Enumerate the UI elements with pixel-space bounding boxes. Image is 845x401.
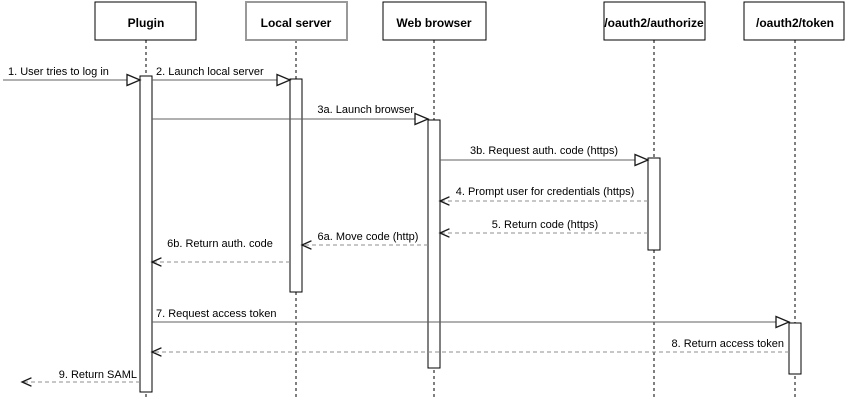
arrowhead-open-icon <box>150 257 162 267</box>
participant-label-oauth2-token: /oauth2/token <box>756 16 834 30</box>
arrowhead-open-icon <box>150 347 162 357</box>
participant-box-web-browser <box>382 1 487 41</box>
message-label-6b: 6b. Return auth. code <box>167 238 273 250</box>
participant-label-oauth2-authorize: /oauth2/authorize <box>604 16 704 30</box>
arrowhead-open-icon <box>438 196 450 206</box>
participant-label-plugin: Plugin <box>128 16 165 30</box>
participant-box-oauth2-token <box>743 1 845 41</box>
message-label-6a: 6a. Move code (http) <box>318 231 419 243</box>
activation-bar-web-browser <box>427 119 441 369</box>
activation-bar-plugin <box>139 75 153 393</box>
participant-label-local-server: Local server <box>261 16 332 30</box>
participant-box-oauth2-authorize <box>603 1 706 41</box>
message-label-4: 4. Prompt user for credentials (https) <box>456 186 635 198</box>
activation-bar-local-server <box>289 78 303 293</box>
participant-box-plugin <box>94 1 197 41</box>
activation-bar-oauth2-authorize <box>647 157 661 251</box>
arrowhead-open-icon <box>300 240 312 250</box>
arrowhead-block-icon <box>775 315 791 329</box>
participants-layer: Plugin Local server Web browser/oauth2/aut… <box>94 1 845 41</box>
message-label-9: 9. Return SAML <box>59 369 137 381</box>
participant-label-web-browser: Web browser <box>396 16 471 30</box>
arrowhead-block-icon <box>276 73 292 87</box>
participant-box-local-server <box>245 1 348 41</box>
activation-bar-oauth2-token <box>788 322 802 375</box>
activations-layer <box>139 75 802 393</box>
messages-layer: 1. User tries to log in 2. Launch local s… <box>3 66 791 387</box>
arrowhead-block-icon <box>414 112 430 126</box>
message-label-5: 5. Return code (https) <box>492 219 598 231</box>
arrowhead-block-icon <box>634 153 650 167</box>
arrowhead-open-icon <box>438 228 450 238</box>
message-label-2: 2. Launch local server <box>156 66 264 78</box>
message-label-7: 7. Request access token <box>156 308 276 320</box>
message-label-8: 8. Return access token <box>671 338 784 350</box>
message-label-1: 1. User tries to log in <box>8 66 109 78</box>
message-label-3a: 3a. Launch browser <box>317 104 414 116</box>
arrowhead-open-icon <box>20 377 32 387</box>
message-label-3b: 3b. Request auth. code (https) <box>470 145 618 157</box>
arrowhead-block-icon <box>126 73 142 87</box>
